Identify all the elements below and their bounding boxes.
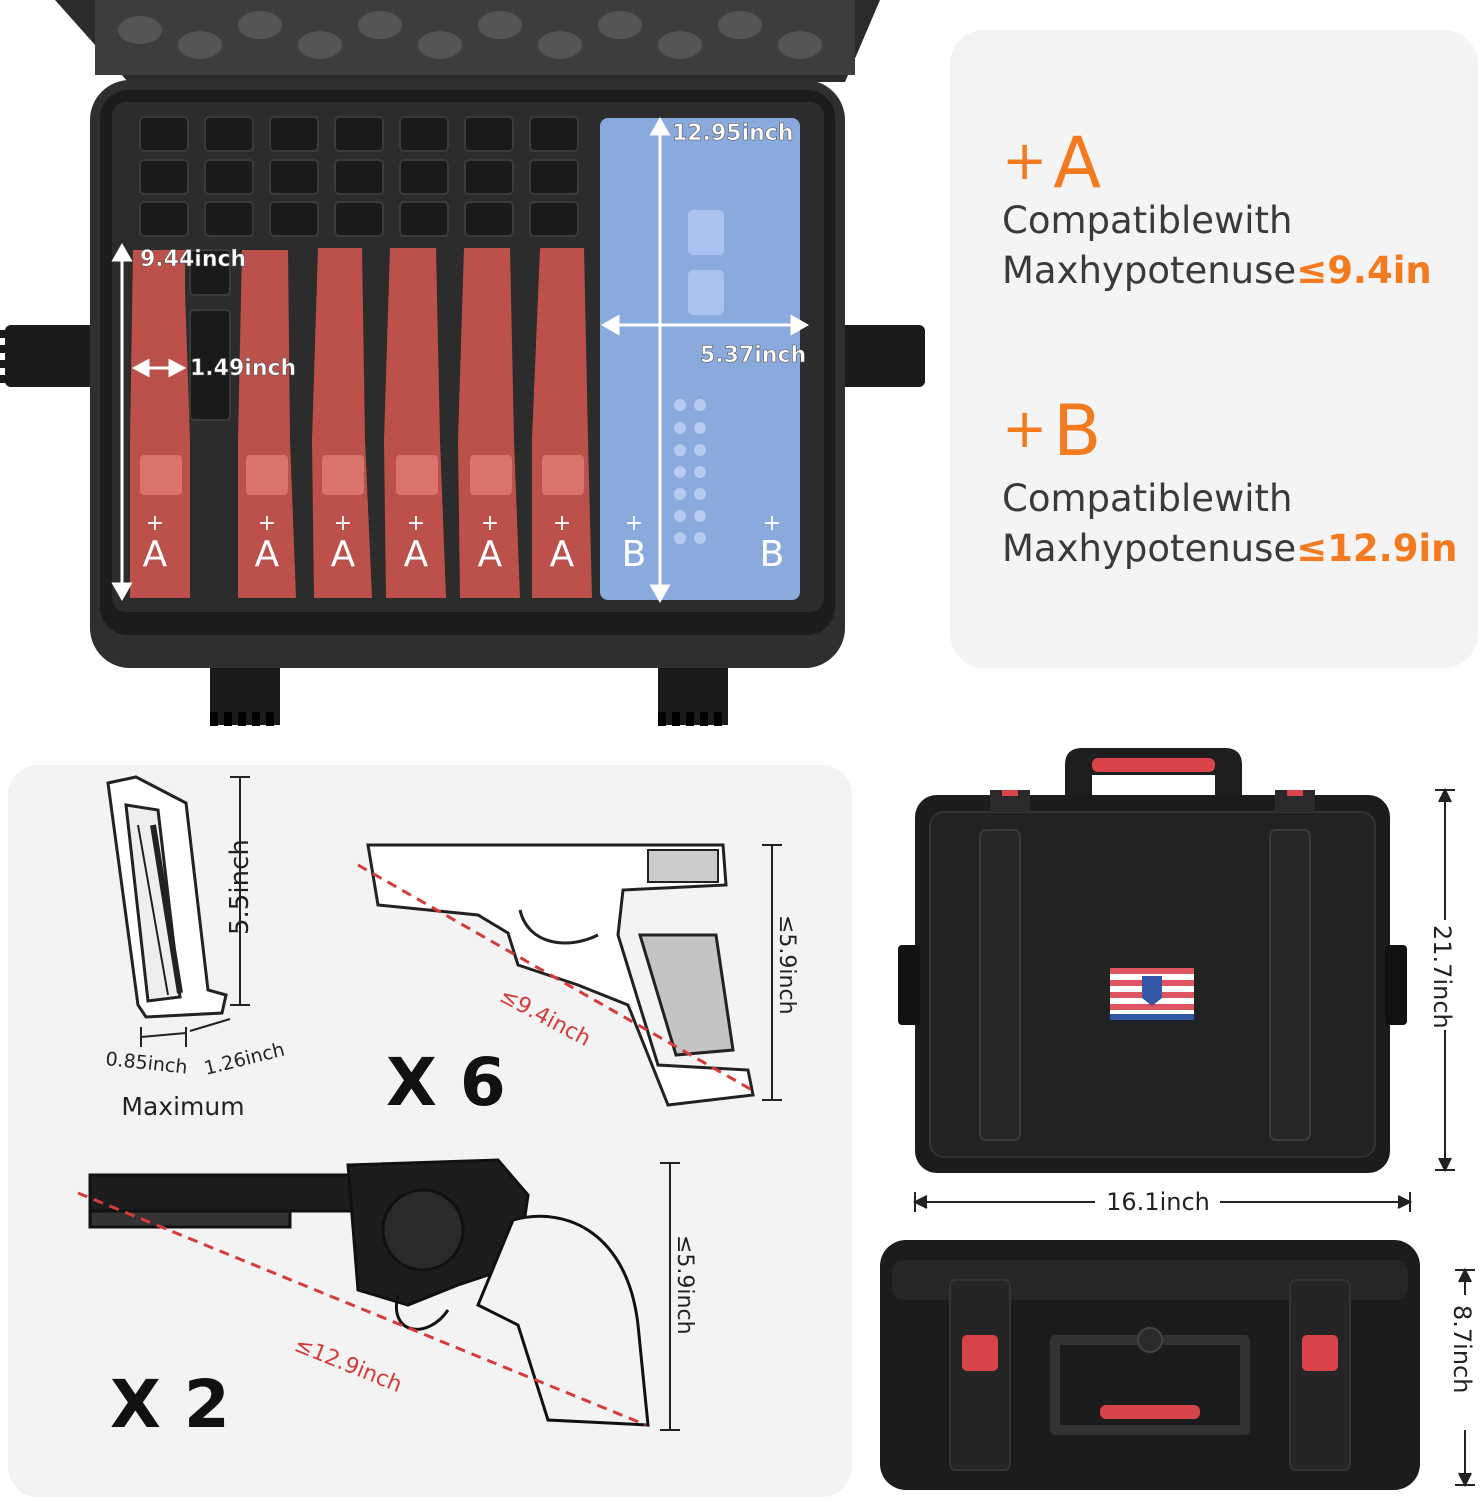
plus-sign: + <box>1002 397 1048 460</box>
case-height: 21.7inch <box>1428 925 1456 1029</box>
compat-value-b: ≤12.9in <box>1296 527 1458 570</box>
slot-b-title: B <box>1053 390 1102 472</box>
case-width: 16.1inch <box>1106 1188 1210 1216</box>
revolver-hypotenuse-line <box>77 1191 647 1427</box>
dimension-lines <box>111 116 810 604</box>
compat-value-a: ≤9.4in <box>1296 249 1432 292</box>
slot-a-plus: + <box>258 511 276 536</box>
slot-a-2 <box>238 250 296 598</box>
firearm-diagrams: 5.5inch 0.85inch 1.26inch Maximum ≤9.4in… <box>77 775 799 1443</box>
revolver-height: ≤5.9inch <box>672 1235 697 1335</box>
pistol-hypotenuse: ≤9.4inch <box>495 983 595 1052</box>
revolver-count: X 2 <box>110 1366 230 1443</box>
pistol-height: ≤5.9inch <box>774 915 799 1015</box>
slot-a-plus: + <box>334 511 352 536</box>
pistol-icon <box>366 843 755 1107</box>
slot-b-plus: + <box>625 511 643 536</box>
magazine-icon <box>106 775 228 1019</box>
slot-a-letter: A <box>143 534 168 575</box>
slot-b-plus: + <box>763 511 781 536</box>
slot-a-6 <box>532 248 592 598</box>
slot-a-4 <box>384 248 446 598</box>
slot-b-dots <box>674 399 706 544</box>
slot-a-plus: + <box>481 511 499 536</box>
magazine-height: 5.5inch <box>225 839 255 935</box>
open-case-illustration: + A + A + A + A + A + A + B + B 9.44inch… <box>0 0 925 726</box>
slot-a-title: A <box>1053 122 1102 204</box>
slot-b <box>600 118 800 600</box>
case-depth: 8.7inch <box>1448 1305 1476 1393</box>
slot-a-plus: + <box>407 511 425 536</box>
slot-a-heading: +A <box>1002 126 1101 198</box>
revolver-icon <box>88 1158 650 1427</box>
plus-sign: + <box>1002 129 1048 192</box>
pistol-hypotenuse-line <box>357 863 753 1092</box>
slot-a-compat-line1: Compatiblewith <box>1002 199 1293 242</box>
slot-a-letter: A <box>404 534 429 575</box>
dim-height-b: 12.95inch <box>672 121 794 146</box>
slot-a-plus: + <box>146 511 164 536</box>
case-top-view <box>898 748 1407 1173</box>
left-latch <box>0 325 100 387</box>
slot-b-compat-line2: Maxhypotenuse≤12.9in <box>1002 524 1458 574</box>
magazine-width-2: 1.26inch <box>202 1039 287 1080</box>
slot-a-letter: A <box>550 534 575 575</box>
slot-a-compat-line2: Maxhypotenuse≤9.4in <box>1002 246 1432 296</box>
dim-width-a: 1.49inch <box>190 356 296 381</box>
egg-crate-foam <box>95 0 855 75</box>
slot-b-compat-line1: Compatiblewith <box>1002 477 1293 520</box>
compat-prefix: Maxhypotenuse <box>1002 527 1297 570</box>
magazine-width-1: 0.85inch <box>104 1048 188 1078</box>
slot-b-heading: +B <box>1002 394 1101 466</box>
slot-a-1 <box>130 250 190 598</box>
revolver-hypotenuse: ≤12.9inch <box>291 1332 406 1398</box>
closed-case-illustration: 21.7inch 16.1inch 8.7inch <box>880 748 1476 1490</box>
dim-width-b: 5.37inch <box>700 343 806 368</box>
right-latch <box>840 325 925 387</box>
magazine-caption: Maximum <box>121 1092 244 1121</box>
compat-prefix: Maxhypotenuse <box>1002 249 1297 292</box>
slot-b-letter: B <box>622 534 647 575</box>
slot-a-plus: + <box>553 511 571 536</box>
firearm-dimensions-panel: 5.5inch 0.85inch 1.26inch Maximum ≤9.4in… <box>8 765 852 1497</box>
flag-badge <box>1110 968 1194 1020</box>
slot-a-letter: A <box>331 534 356 575</box>
slot-a-3 <box>312 248 372 598</box>
compatibility-panel: +A Compatiblewith Maxhypotenuse≤9.4in +B… <box>950 30 1478 668</box>
slot-b-letter: B <box>760 534 785 575</box>
slot-a-5 <box>458 248 520 598</box>
foam-grid <box>139 116 579 421</box>
dim-height-a: 9.44inch <box>140 247 246 272</box>
slot-a-letter: A <box>255 534 280 575</box>
slot-a-letter: A <box>478 534 503 575</box>
case-front-view <box>880 1240 1420 1490</box>
pistol-count: X 6 <box>386 1044 506 1121</box>
slot-a-group <box>130 248 592 598</box>
